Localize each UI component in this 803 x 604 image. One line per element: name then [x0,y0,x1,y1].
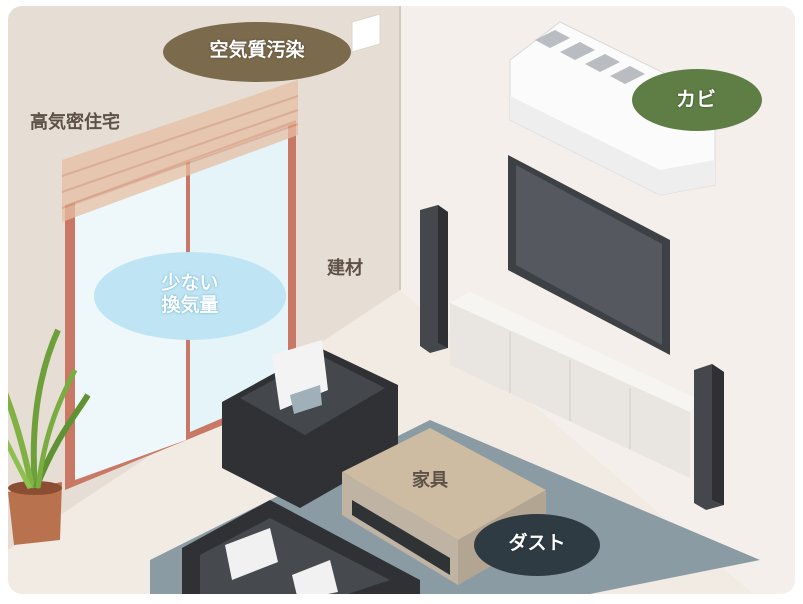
ventilation-label-line2: 換気量 [118,295,262,317]
speaker-right [694,364,724,510]
mold-label: カビ [648,88,744,111]
ventilation-label: 少ない 換気量 [118,273,262,317]
speaker-left [420,205,448,353]
airtight-house-label: 高気密住宅 [30,108,120,134]
building-material-label: 建材 [327,254,363,280]
pollution-label: 空気質汚染 [190,40,324,62]
dust-label: ダスト [488,533,586,555]
ventilation-label-line1: 少ない [118,273,262,295]
furniture-label: 家具 [412,466,448,492]
